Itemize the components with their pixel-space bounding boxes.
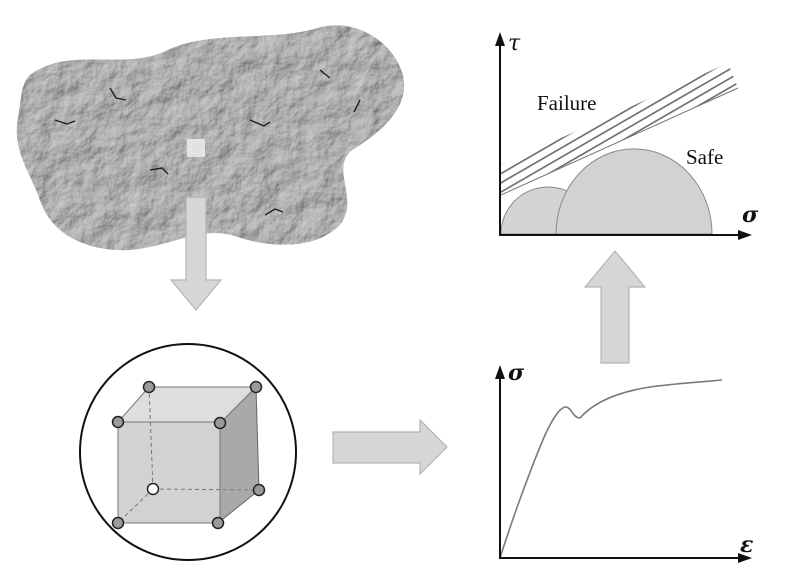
cube-node (249, 380, 263, 394)
mohr-x-arrowhead (738, 230, 752, 240)
cube-node (146, 482, 160, 496)
right-arrow-icon (332, 418, 448, 476)
safe-label: Safe (686, 145, 723, 169)
mohr-circle-plot: τ σ Failure Safe (495, 31, 759, 240)
ss-y-arrowhead (495, 365, 505, 379)
cube-node (111, 415, 125, 429)
cube-node (111, 516, 125, 530)
cube-node (213, 416, 227, 430)
down-arrow-icon (169, 196, 223, 311)
cube-node (252, 483, 266, 497)
cube-front-face (117, 421, 221, 524)
failure-envelope-line (500, 87, 739, 196)
cube-node (211, 516, 225, 530)
ss-x-symbol: ε (740, 532, 753, 558)
cube-node (142, 380, 156, 394)
failure-label: Failure (537, 91, 596, 115)
stress-strain-plot: σ ε (495, 360, 753, 563)
rock-mass-image (16, 25, 405, 251)
ss-x-arrowhead (738, 553, 752, 563)
ss-y-symbol: σ (508, 360, 525, 386)
unit-cell-circle (79, 343, 297, 561)
mohr-x-symbol: σ (742, 202, 759, 228)
mohr-y-arrowhead (495, 32, 505, 46)
mohr-y-symbol: τ (508, 31, 521, 56)
sample-marker (187, 139, 205, 157)
rock-cracks (54, 69, 361, 216)
cube-hidden-edges (117, 386, 260, 524)
stress-strain-curve (499, 379, 723, 559)
mohr-circle-large (555, 148, 713, 235)
up-arrow-icon (583, 250, 647, 364)
cube-nodes (111, 380, 266, 530)
